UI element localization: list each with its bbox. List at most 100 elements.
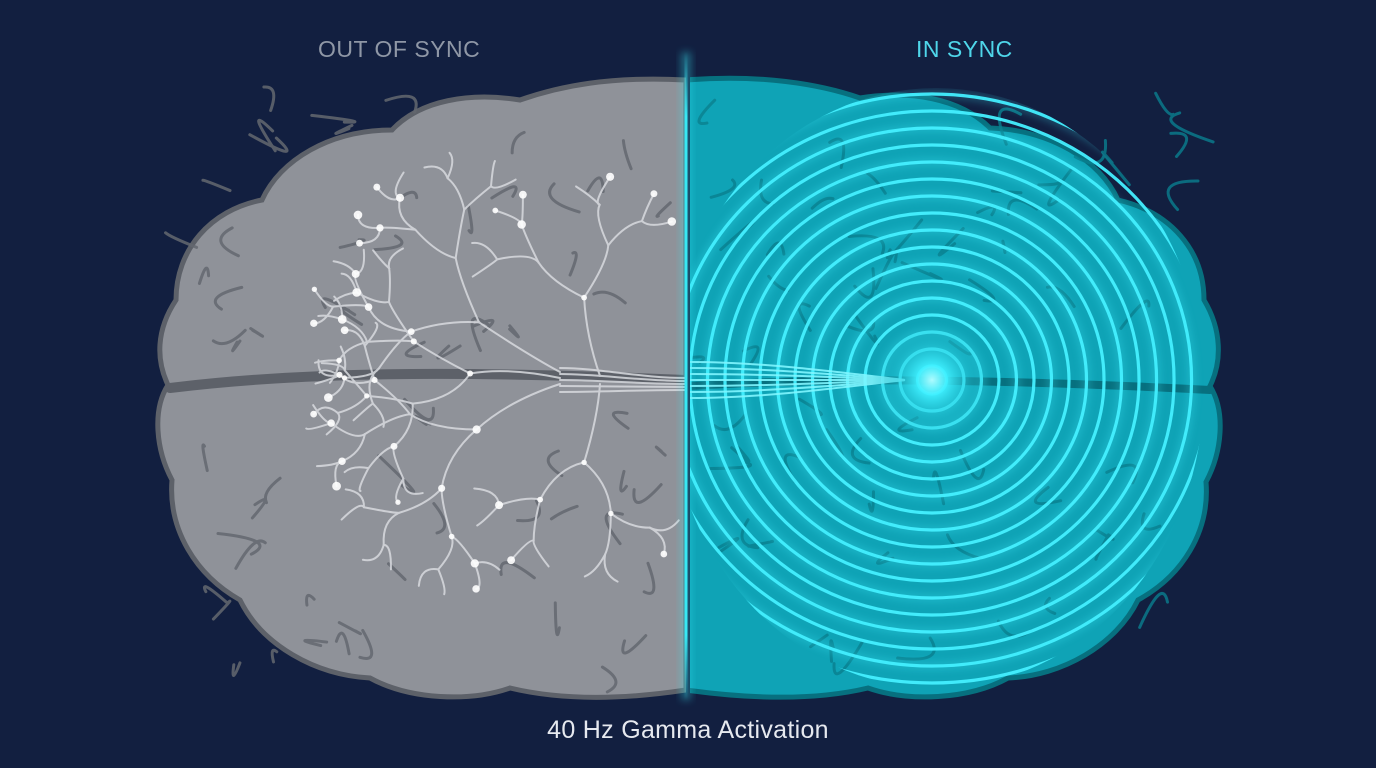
brain-fold: [197, 266, 211, 285]
brain-fold: [248, 133, 289, 153]
neuron-spark: [581, 459, 587, 466]
neuron-vein: [344, 488, 365, 509]
brain-fold: [549, 504, 579, 521]
neuron-vein: [371, 402, 385, 428]
neuron-vein: [532, 498, 542, 542]
brain-fold: [1101, 150, 1131, 187]
neuron-vein: [532, 539, 550, 568]
neuron-vein: [387, 247, 404, 270]
brain-fold: [310, 113, 357, 124]
sync-wave-ring: [690, 143, 1176, 617]
brain-fold: [642, 561, 656, 595]
brain-fold: [358, 628, 374, 660]
neuron-vein: [417, 568, 440, 587]
neuron-vein: [423, 165, 449, 180]
neuron-vein: [463, 185, 492, 211]
sync-wave-ring: [690, 109, 1204, 651]
neuron-spark: [448, 533, 455, 540]
brain-fold: [1138, 591, 1169, 629]
neuron-vein: [597, 203, 610, 247]
brain-fold: [709, 178, 737, 199]
brain-fold: [592, 290, 627, 305]
neuron-vein: [583, 461, 612, 515]
brain-fold: [231, 661, 242, 677]
neuron-vein: [363, 344, 376, 381]
neuron-spark: [519, 190, 527, 199]
brain-fold: [730, 446, 751, 463]
neuron-vein: [607, 220, 643, 247]
brain-fold: [432, 502, 447, 535]
neuron-vein: [414, 228, 457, 260]
brain-fold: [896, 636, 936, 661]
neuron-spark: [351, 269, 360, 278]
brain-fold: [213, 285, 244, 311]
neuron-spark: [660, 550, 668, 558]
brain-fold: [262, 85, 276, 113]
brain-fold: [568, 251, 578, 277]
neuron-vein: [603, 553, 619, 583]
brain-fold: [867, 490, 875, 513]
brain-fold: [231, 339, 242, 353]
brain-sync-waves-icon: [690, 75, 1223, 700]
neuron-spark: [667, 217, 677, 226]
brain-fold: [211, 328, 247, 346]
brain-fold: [270, 648, 279, 664]
neuron-bundle: [559, 385, 686, 388]
neuron-spark: [472, 585, 480, 593]
brain-fold: [436, 344, 462, 360]
neuron-vein: [358, 467, 370, 493]
brain-fold: [621, 634, 648, 655]
brain-fold: [373, 234, 404, 252]
neuron-spark: [336, 357, 342, 364]
brain-fold: [850, 436, 871, 465]
brain-fold: [600, 665, 618, 694]
brain-fold: [621, 139, 633, 171]
neuron-vein: [454, 257, 481, 324]
brain-fold: [619, 469, 628, 493]
brain-fold: [234, 539, 267, 570]
brain-fold: [303, 638, 329, 648]
neuron-vein: [317, 359, 341, 377]
neuron-vein: [596, 175, 612, 206]
brain-fold: [334, 123, 354, 135]
neuron-spark: [467, 370, 474, 377]
neuron-spark: [340, 326, 349, 335]
brain-fold: [654, 445, 667, 457]
neuron-spark: [332, 481, 341, 491]
brain-fold: [466, 204, 474, 235]
neuron-vein: [489, 160, 496, 188]
neuron-vein: [343, 367, 380, 379]
neuron-spark: [395, 499, 401, 505]
neuron-vein: [475, 383, 561, 431]
neuron-vein: [539, 461, 586, 501]
brain-fold: [320, 297, 357, 317]
neuron-spark: [376, 224, 384, 232]
brain-fold: [508, 324, 520, 339]
neuron-spark: [364, 303, 373, 311]
caption-label: 40 Hz Gamma Activation: [547, 716, 829, 744]
neuron-vein: [537, 261, 586, 299]
brain-fold: [337, 621, 362, 636]
neuron-vein: [382, 511, 400, 546]
neuron-spark: [356, 239, 363, 247]
neuron-spark: [470, 559, 479, 568]
neuron-spark: [364, 393, 370, 399]
sync-wave-glow: [690, 90, 1204, 670]
in-sync-label: IN SYNC: [916, 36, 1013, 62]
neuron-vein: [343, 466, 370, 474]
neuron-vein: [510, 539, 535, 562]
brain-fold: [832, 639, 865, 676]
brain-fold: [765, 241, 786, 257]
neuron-spark: [371, 376, 378, 384]
neuron-bundle: [559, 367, 686, 379]
neuron-spark: [310, 410, 318, 418]
neuron-spark: [492, 207, 499, 214]
brain-fold: [853, 313, 880, 346]
neuron-vein: [313, 288, 335, 308]
brain-fold: [305, 593, 316, 607]
neuron-vein: [478, 321, 561, 373]
sync-wave-ring: [690, 88, 1204, 685]
brain-fold: [249, 327, 265, 338]
brain-fold: [546, 449, 564, 478]
neuron-vein: [583, 383, 601, 464]
